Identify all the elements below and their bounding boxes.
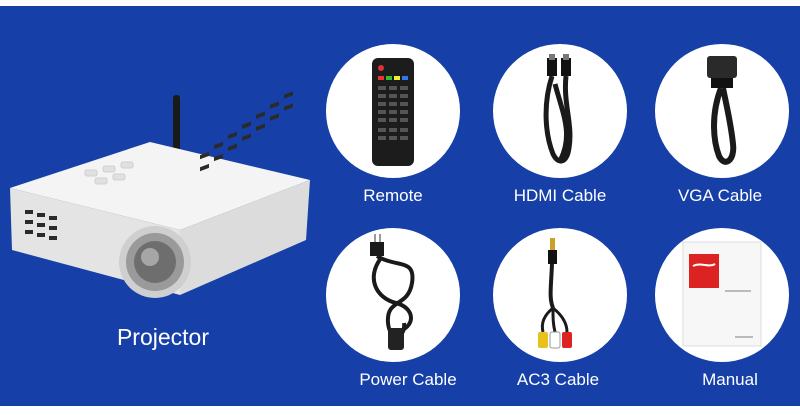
projector-image [10,91,310,298]
power-circle [326,228,460,362]
ac3-label: AC3 Cable [516,370,600,389]
remote-control-icon [372,58,414,166]
manual-circle [655,228,789,362]
power-cable-icon [370,234,415,350]
hdmi-label: HDMI Cable [513,186,607,205]
remote-label: Remote [363,186,423,205]
bottom-border [0,406,800,415]
remote-circle [326,44,460,178]
projector-label: Projector [116,324,210,350]
top-border [0,0,800,6]
hdmi-cable-icon [543,54,573,164]
ac3-circle [493,228,627,362]
av-cable-icon [538,238,572,349]
manual-booklet-icon [682,241,762,347]
power-label: Power Cable [359,370,457,389]
vga-cable-icon [707,56,737,165]
manual-label: Manual [702,370,758,389]
vga-circle [655,44,789,178]
vga-label: VGA Cable [677,186,763,205]
hdmi-circle [493,44,627,178]
